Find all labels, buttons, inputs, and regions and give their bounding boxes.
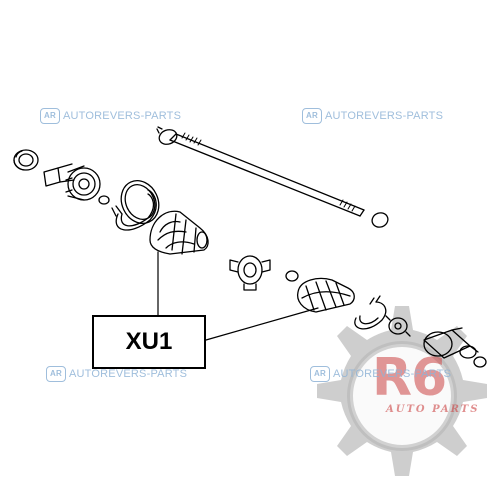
boot-clamp-ring-outer — [120, 180, 160, 224]
watermark-badge: AR — [40, 108, 60, 124]
r6-logo-text: R6 — [372, 348, 447, 408]
outer-boot — [149, 210, 209, 255]
watermark-badge: AR — [310, 366, 330, 382]
watermark: AR AUTOREVERS-PARTS — [310, 366, 451, 382]
watermark-text: AUTOREVERS-PARTS — [333, 368, 452, 380]
inner-snap-ring — [285, 270, 299, 282]
part-callout-box: XU1 — [92, 315, 206, 369]
watermark: AR AUTOREVERS-PARTS — [40, 108, 181, 124]
boot-clamp-band-outer — [111, 189, 157, 231]
housing-clip — [473, 356, 487, 368]
intermediate-shaft — [169, 132, 365, 217]
tripod-bearing — [385, 315, 411, 337]
watermark-text: AUTOREVERS-PARTS — [63, 110, 182, 122]
boot-clamp-band-inner — [354, 295, 387, 330]
inner-cv-housing — [423, 327, 479, 359]
part-callout-label: XU1 — [125, 328, 173, 355]
watermark-badge: AR — [46, 366, 66, 382]
watermark-badge: AR — [302, 108, 322, 124]
inner-boot — [296, 277, 355, 313]
watermark: AR AUTOREVERS-PARTS — [302, 108, 443, 124]
inner-joint-spider — [229, 255, 271, 291]
shaft-circlip-left — [156, 126, 178, 145]
r6-gear-logo — [317, 306, 487, 476]
leader-line-inner-boot — [205, 307, 319, 341]
watermark-text: AUTOREVERS-PARTS — [325, 110, 444, 122]
r6-logo-subtitle: AUTO PARTS — [386, 404, 480, 415]
shaft-circlip-right — [371, 212, 389, 228]
outer-cv-joint — [43, 163, 110, 205]
outer-seal-ring — [13, 149, 39, 171]
watermark: AR AUTOREVERS-PARTS — [46, 366, 187, 382]
watermark-text: AUTOREVERS-PARTS — [69, 368, 188, 380]
